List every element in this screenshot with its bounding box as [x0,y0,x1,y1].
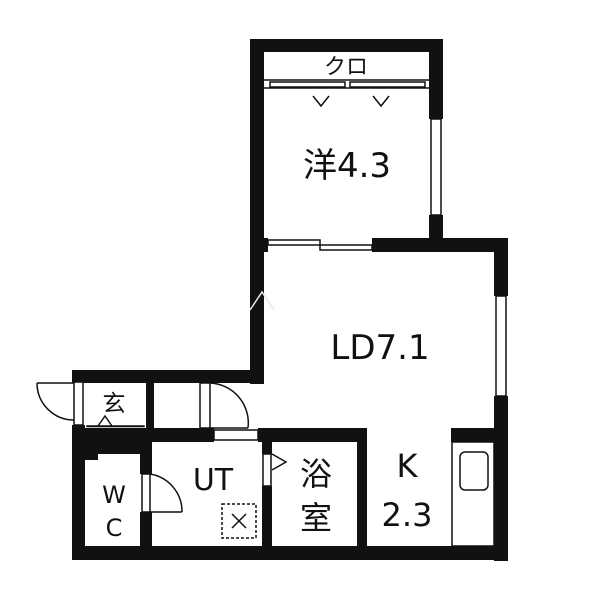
closet: クロ [264,55,429,108]
entrance-door [36,382,75,421]
bath-label: 浴 [300,455,332,493]
entrance-label: 玄 [103,391,126,417]
western-room-label: 洋4.3 [303,146,391,186]
entrance-arrow [97,414,113,427]
toilet-label: C [106,514,123,542]
closet-label: クロ [324,55,368,80]
toilet-label: W [102,481,126,509]
kitchen-size: 2.3 [382,496,433,534]
kitchen-sink [451,441,495,547]
window-entrance [73,381,84,426]
closet-door-marker [312,95,330,108]
utility-label: UT [193,463,234,498]
window-living-room [495,295,507,397]
closet-door-marker [372,95,390,108]
bath-door [262,453,288,487]
bath-label: 室 [300,499,332,537]
exterior-walls [72,39,508,561]
living-dining-label: LD7.1 [330,328,429,368]
kitchen-label: K [397,447,419,485]
living-room-door [199,382,250,429]
toilet-door [141,473,183,513]
windows [73,118,507,426]
utility-door [213,429,259,441]
window-western-room [430,118,442,216]
watermark-mark [249,290,275,311]
interior-walls [72,238,508,560]
western-room-doors [267,239,373,251]
washer-pan [221,503,257,539]
